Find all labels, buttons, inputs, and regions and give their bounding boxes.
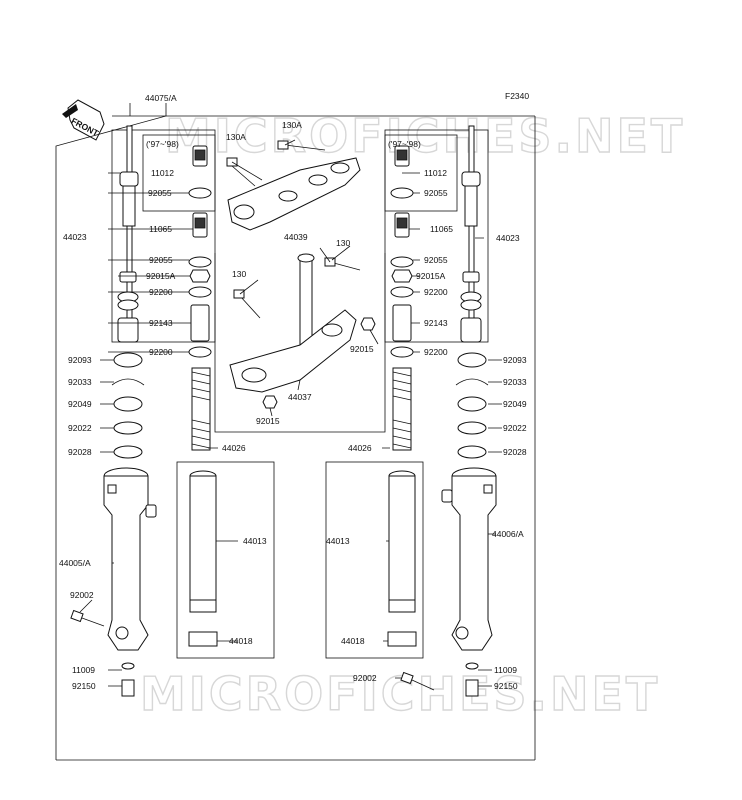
figure-code: F2340 — [505, 91, 529, 101]
label-92015-a: 92015 — [350, 344, 374, 354]
label-92200-right-2: 92200 — [424, 347, 448, 357]
label-92033-right: 92033 — [503, 377, 527, 387]
label-92002-left: 92002 — [70, 590, 94, 600]
label-92055-left-2: 92055 — [149, 255, 173, 265]
bottom-bolts — [70, 609, 479, 697]
label-11009-left: 11009 — [72, 665, 95, 675]
label-92015A-left: 92015A — [146, 271, 176, 281]
label-92015-b: 92015 — [256, 416, 280, 426]
watermark-top: MICROFICHES.NET — [165, 109, 685, 163]
right-adjuster-parts — [390, 145, 414, 358]
left-seal-stack — [111, 352, 145, 459]
label-92028-right: 92028 — [503, 447, 527, 457]
label-44037: 44037 — [288, 392, 312, 402]
label-92200-right-1: 92200 — [424, 287, 448, 297]
label-92028-left: 92028 — [68, 447, 92, 457]
label-44039: 44039 — [284, 232, 308, 242]
left-adjuster-parts — [188, 145, 212, 358]
steering-stem-lower-clamp — [229, 253, 376, 409]
label-92200-left-1: 92200 — [149, 287, 173, 297]
label-44013-right: 44013 — [326, 536, 350, 546]
right-outer-tube — [441, 467, 497, 651]
label-44075A: 44075/A — [145, 93, 177, 103]
label-130A-b: 130A — [282, 120, 302, 130]
callout-labels: 44075/A 130A 130A 44039 130 130 92015 44… — [59, 93, 527, 691]
label-92093-right: 92093 — [503, 355, 527, 365]
label-92022-right: 92022 — [503, 423, 527, 433]
label-92200-left-2: 92200 — [149, 347, 173, 357]
right-inner-tube — [387, 470, 417, 647]
right-fork-spring — [392, 367, 412, 451]
leader-lines — [79, 139, 502, 687]
label-130-b: 130 — [232, 269, 246, 279]
right-damper-rod — [460, 125, 482, 343]
label-44018-right: 44018 — [341, 636, 365, 646]
label-44026-right: 44026 — [348, 443, 372, 453]
label-44006A: 44006/A — [492, 529, 524, 539]
label-11012-left: 11012 — [151, 168, 174, 178]
left-damper-rod — [117, 125, 139, 343]
left-outer-tube — [103, 467, 157, 651]
label-92049-right: 92049 — [503, 399, 527, 409]
watermark-bottom: MICROFICHES.NET — [140, 667, 660, 721]
label-92143-right: 92143 — [424, 318, 448, 328]
label-92055-left-1: 92055 — [148, 188, 172, 198]
label-92055-right-1: 92055 — [424, 188, 448, 198]
right-seal-stack — [455, 352, 489, 459]
label-92015A-right: 92015A — [416, 271, 446, 281]
label-44018-left: 44018 — [229, 636, 253, 646]
upper-triple-clamp — [226, 140, 361, 231]
year-note-left: ('97~'98) — [146, 139, 179, 149]
label-92055-right-2: 92055 — [424, 255, 448, 265]
left-inner-tube — [188, 470, 218, 647]
label-92022-left: 92022 — [68, 423, 92, 433]
label-11009-right: 11009 — [494, 665, 517, 675]
label-44026-left: 44026 — [222, 443, 246, 453]
label-130-a: 130 — [336, 238, 350, 248]
left-fork-spring — [191, 367, 211, 451]
label-92150-left: 92150 — [72, 681, 96, 691]
label-44013-left: 44013 — [243, 536, 267, 546]
front-arrow-icon: FRONT — [62, 99, 105, 141]
label-92150-right: 92150 — [494, 681, 518, 691]
label-130A-a: 130A — [226, 132, 246, 142]
label-44023-left: 44023 — [63, 232, 87, 242]
label-92143-left: 92143 — [149, 318, 173, 328]
label-92002-right: 92002 — [353, 673, 377, 683]
label-11065-left: 11065 — [149, 224, 172, 234]
label-44005A: 44005/A — [59, 558, 91, 568]
label-11065-right: 11065 — [430, 224, 453, 234]
label-92049-left: 92049 — [68, 399, 92, 409]
label-11012-right: 11012 — [424, 168, 447, 178]
label-92093-left: 92093 — [68, 355, 92, 365]
year-note-right: ('97~'98) — [388, 139, 421, 149]
label-92033-left: 92033 — [68, 377, 92, 387]
assembly-frames — [55, 103, 536, 761]
label-44023-right: 44023 — [496, 233, 520, 243]
